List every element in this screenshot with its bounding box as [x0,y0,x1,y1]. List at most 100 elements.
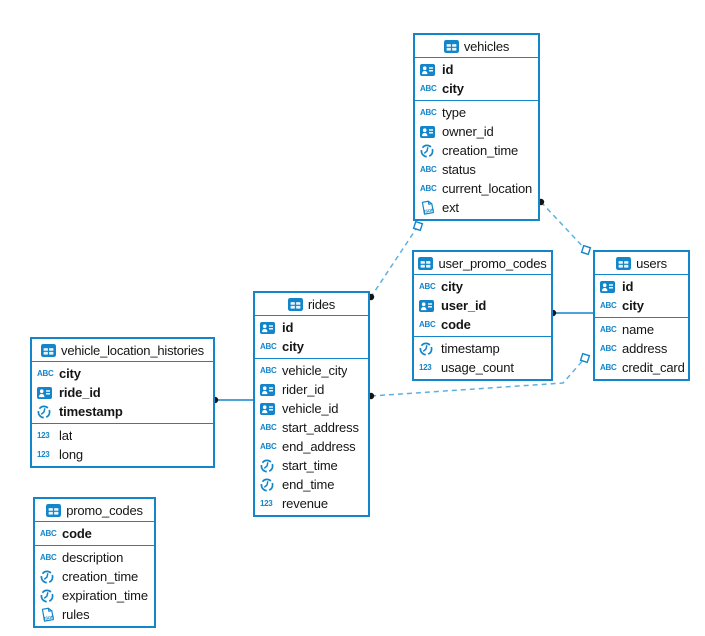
string-icon: ABC [40,528,57,538]
column-label: current_location [442,181,533,196]
svg-text:JSON: JSON [423,207,435,214]
column-label: city [59,366,81,381]
column-label: description [62,550,124,565]
string-icon: ABC [420,183,437,193]
table-icon [46,503,62,517]
table-header-promo_codes[interactable]: promo_codes [35,499,154,522]
uuid-icon [420,63,438,76]
column-label: vehicle_id [282,401,339,416]
table-icon [287,297,303,311]
column-label: creation_time [442,143,519,158]
string-icon: ABC [419,319,436,329]
column-rides-id[interactable]: id [255,318,368,337]
column-vehicle_location_histories-ride_id[interactable]: ride_id [32,383,213,402]
column-user_promo_codes-timestamp[interactable]: timestamp [414,339,551,358]
column-label: timestamp [441,341,500,356]
timestamp-icon [40,570,58,584]
table-header-vehicles[interactable]: vehicles [415,35,538,58]
column-label: end_time [282,477,335,492]
column-label: city [441,279,463,294]
column-label: creation_time [62,569,139,584]
json-icon: JSON [420,200,438,215]
column-rides-end_time[interactable]: end_time [255,475,368,494]
column-rides-start_time[interactable]: start_time [255,456,368,475]
string-icon: ABC [420,107,437,117]
column-vehicles-id[interactable]: id [415,60,538,79]
table-header-rides[interactable]: rides [255,293,368,316]
table-header-user_promo_codes[interactable]: user_promo_codes [414,252,551,275]
column-label: timestamp [59,404,123,419]
relationship-rides-users[interactable] [370,357,586,397]
column-promo_codes-description[interactable]: ABC description [35,548,154,567]
column-label: expiration_time [62,588,148,603]
column-rides-vehicle_id[interactable]: vehicle_id [255,399,368,418]
timestamp-icon [419,342,437,356]
string-icon: ABC [600,324,617,334]
string-icon: ABC [420,164,437,174]
string-icon: ABC [40,552,57,562]
column-promo_codes-creation_time[interactable]: creation_time [35,567,154,586]
column-promo_codes-expiration_time[interactable]: expiration_time [35,586,154,605]
string-icon: ABC [419,281,436,291]
relationship-vehicles-rides[interactable] [370,225,419,298]
column-vehicles-creation_time[interactable]: creation_time [415,141,538,160]
json-icon: JSON [40,607,58,622]
string-icon: ABC [600,343,617,353]
table-icon [418,256,434,270]
table-title: promo_codes [66,502,143,518]
column-label: user_id [441,298,487,313]
column-vehicles-owner_id[interactable]: owner_id [415,122,538,141]
timestamp-icon [260,478,278,492]
column-label: owner_id [442,124,494,139]
column-rides-rider_id[interactable]: rider_id [255,380,368,399]
column-vehicle_location_histories-timestamp[interactable]: timestamp [32,402,213,421]
column-vehicles-current_location[interactable]: ABC current_location [415,179,538,198]
relationship-vehicles-users[interactable] [540,201,587,251]
table-header-users[interactable]: users [595,252,688,275]
column-user_promo_codes-city[interactable]: ABC city [414,277,551,296]
table-title: user_promo_codes [438,255,547,271]
column-label: end_address [282,439,356,454]
uuid-icon [260,383,278,396]
columns-section: ABC description creation_time expiration_ti… [35,546,154,626]
column-label: rider_id [282,382,325,397]
table-header-vehicle_location_histories[interactable]: vehicle_location_histories [32,339,213,362]
column-label: start_address [282,420,359,435]
uuid-icon [260,402,278,415]
column-users-id[interactable]: id [595,277,688,296]
column-label: lat [59,428,73,443]
column-label: id [442,62,454,77]
column-user_promo_codes-user_id[interactable]: user_id [414,296,551,315]
